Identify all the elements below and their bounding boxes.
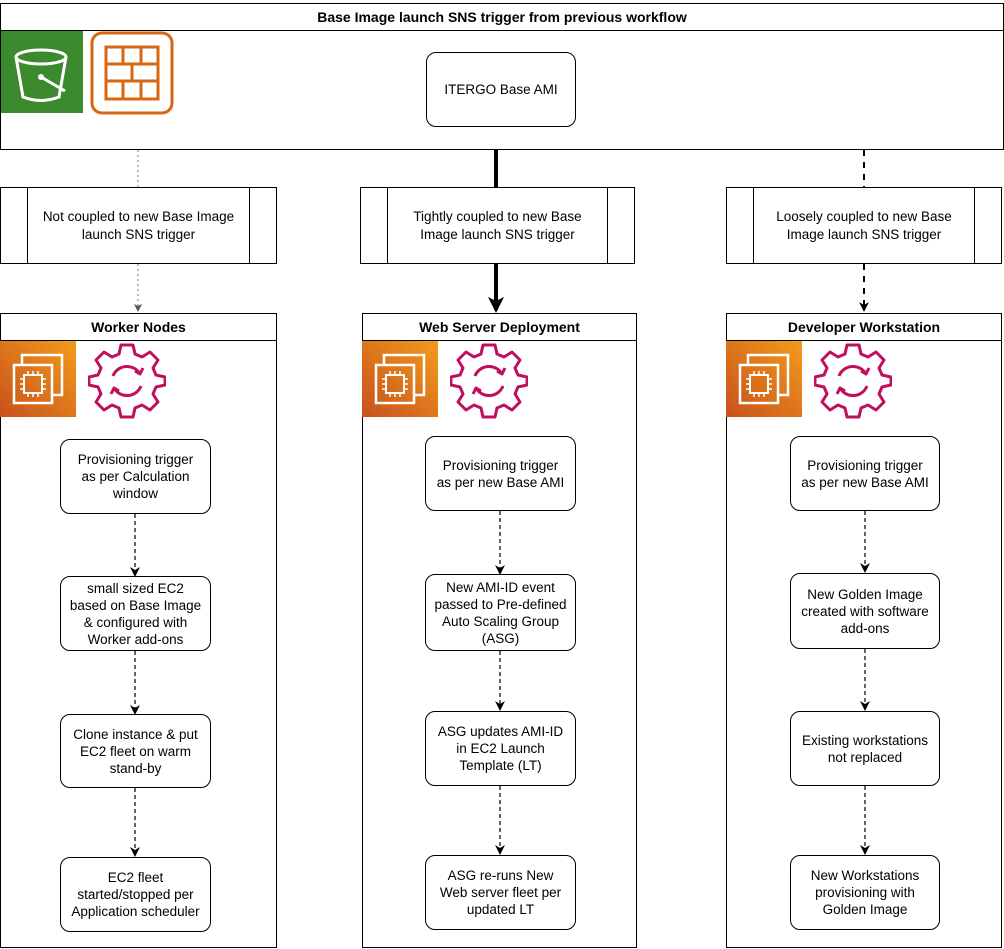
step-box: New Golden Image created with software a… (790, 573, 940, 649)
step-box: New AMI-ID event passed to Pre-defined A… (425, 574, 576, 651)
ec2-instance-icon (726, 341, 802, 417)
base-image-frame: Base Image launch SNS trigger from previ… (0, 3, 1004, 150)
process-bar (607, 188, 608, 263)
step-box: New Workstations provisioning with Golde… (790, 855, 940, 930)
coupling-label: Loosely coupled to new Base Image launch… (776, 208, 952, 242)
coupling-box-webserver: Tightly coupled to new Base Image launch… (360, 187, 635, 264)
base-ami-box: ITERGO Base AMI (426, 52, 576, 127)
step-box: Provisioning trigger as per new Base AMI (425, 436, 576, 511)
step-box: ASG updates AMI-ID in EC2 Launch Templat… (425, 711, 576, 786)
s3-bucket-icon (1, 31, 83, 113)
process-bar (249, 188, 250, 263)
gear-sync-icon (814, 343, 892, 419)
gear-sync-icon (88, 343, 166, 419)
coupling-label: Tightly coupled to new Base Image launch… (413, 208, 582, 242)
table-grid-icon (90, 31, 174, 115)
step-box: Provisioning trigger as per Calculation … (60, 439, 211, 514)
coupling-box-workstation: Loosely coupled to new Base Image launch… (726, 187, 1002, 264)
column-title: Worker Nodes (1, 314, 276, 341)
step-box: Clone instance & put EC2 fleet on warm s… (60, 714, 211, 788)
ec2-instance-icon (362, 341, 438, 417)
coupling-label: Not coupled to new Base Image launch SNS… (42, 208, 235, 242)
step-box: EC2 fleet started/stopped per Applicatio… (60, 857, 211, 932)
ec2-instance-icon (0, 341, 76, 417)
process-bar (753, 188, 754, 263)
process-bar (387, 188, 388, 263)
step-box: Provisioning trigger as per new Base AMI (790, 436, 940, 511)
step-box: Existing workstations not replaced (790, 711, 940, 786)
base-image-frame-title: Base Image launch SNS trigger from previ… (1, 4, 1003, 31)
process-bar (974, 188, 975, 263)
column-title: Web Server Deployment (363, 314, 636, 341)
step-box: small sized EC2 based on Base Image & co… (60, 576, 211, 651)
gear-sync-icon (450, 343, 528, 419)
column-title: Developer Workstation (727, 314, 1001, 341)
step-box: ASG re-runs New Web server fleet per upd… (425, 855, 576, 930)
process-bar (27, 188, 28, 263)
coupling-box-worker: Not coupled to new Base Image launch SNS… (0, 187, 277, 264)
